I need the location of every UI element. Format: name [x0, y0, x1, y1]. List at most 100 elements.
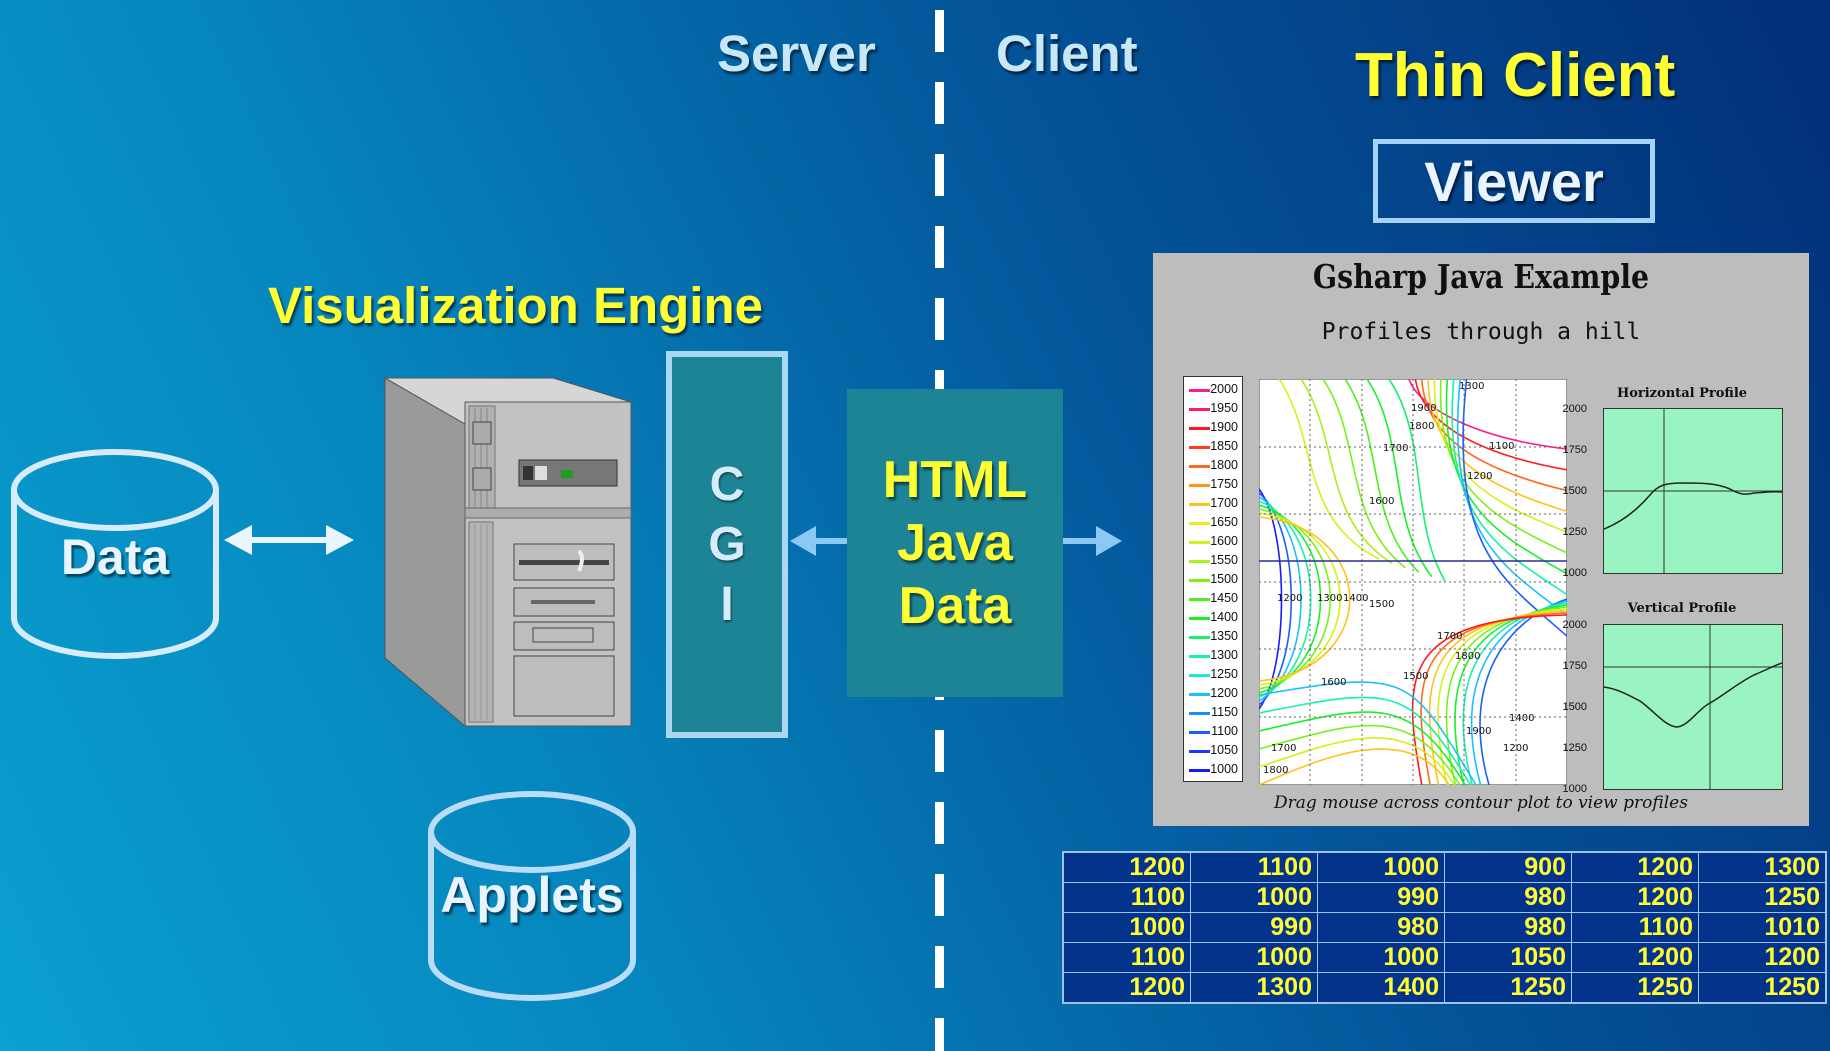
contour-line [1421, 379, 1567, 492]
contour-label: 1700 [1437, 631, 1462, 642]
cgi-letter-c: C [709, 457, 745, 511]
table-cell: 980 [1317, 912, 1445, 943]
legend-entry: 1450 [1188, 590, 1240, 608]
legend-entry: 1000 [1188, 761, 1240, 779]
contour-line [1388, 379, 1446, 582]
table-cell: 1100 [1571, 912, 1699, 943]
contour-label: 1900 [1466, 726, 1491, 737]
contour-label: 1700 [1383, 443, 1408, 454]
legend-value: 1150 [1211, 705, 1238, 719]
profile-tick-label: 2000 [1562, 619, 1587, 631]
gsharp-subtitle: Profiles through a hill [1321, 319, 1641, 345]
legend-entry: 1350 [1188, 628, 1240, 646]
legend-swatch [1189, 750, 1210, 753]
legend-value: 1800 [1210, 458, 1238, 472]
contour-line [1411, 614, 1567, 785]
thin-client-title: Thin Client [1355, 41, 1676, 110]
table-cell: 1250 [1571, 972, 1699, 1004]
applets-cylinder: Applets [427, 790, 637, 1002]
table-cell: 1000 [1317, 851, 1445, 883]
contour-line [1300, 379, 1393, 565]
contour-label: 1200 [1467, 471, 1492, 482]
legend-swatch [1189, 712, 1210, 715]
legend-value: 1950 [1210, 401, 1238, 415]
profile-tick-label: 1500 [1562, 701, 1587, 713]
legend-entry: 1600 [1188, 533, 1240, 551]
html-java-data-block: HTML Java Data [847, 389, 1063, 697]
profile-tick-label: 2000 [1562, 403, 1587, 415]
legend-value: 1250 [1210, 667, 1238, 681]
legend-entry: 1550 [1188, 552, 1240, 570]
horizontal-profile-title: Horizontal Profile [1616, 386, 1748, 401]
table-cell: 980 [1444, 912, 1572, 943]
contour-line [1414, 379, 1567, 471]
profile-tick-label: 1750 [1562, 444, 1587, 456]
legend-swatch [1189, 503, 1210, 506]
profile-tick-label: 1000 [1562, 783, 1587, 795]
gsharp-viewer-panel[interactable]: Gsharp Java Example Profiles through a h… [1153, 253, 1809, 826]
table-cell: 1000 [1317, 942, 1445, 973]
data-label-transport: Data [898, 576, 1012, 635]
contour-label: 1400 [1343, 593, 1368, 604]
table-cell: 1250 [1698, 972, 1827, 1004]
table-cell: 1300 [1698, 851, 1827, 883]
contour-line [1456, 379, 1567, 617]
legend-value: 1200 [1210, 686, 1238, 700]
contour-label: 1200 [1503, 743, 1528, 754]
legend-entry: 1900 [1188, 419, 1240, 437]
legend-value: 1750 [1210, 477, 1238, 491]
legend-entry: 1150 [1188, 704, 1240, 722]
legend-swatch [1189, 598, 1210, 601]
legend-entry: 1100 [1188, 723, 1240, 741]
legend-value: 1050 [1210, 743, 1238, 757]
contour-label: 1900 [1411, 403, 1436, 414]
vertical-profile-plot [1603, 624, 1783, 790]
contour-label: 1800 [1455, 651, 1480, 662]
contour-line [1259, 724, 1461, 785]
profile-tick-label: 1500 [1562, 485, 1587, 497]
legend-value: 1900 [1210, 420, 1238, 434]
table-cell: 1010 [1698, 912, 1827, 943]
table-cell: 1100 [1190, 851, 1318, 883]
legend-entry: 1250 [1188, 666, 1240, 684]
gsharp-footer: Drag mouse across contour plot to view p… [1274, 793, 1688, 813]
server-computer [383, 376, 633, 728]
table-cell: 1200 [1571, 882, 1699, 913]
legend-entry: 1750 [1188, 476, 1240, 494]
contour-line [1259, 711, 1466, 785]
double-arrow-icon [224, 525, 354, 555]
contour-line [1366, 379, 1433, 578]
table-cell: 1000 [1062, 912, 1191, 943]
legend-swatch [1189, 427, 1210, 430]
table-cell: 1250 [1444, 972, 1572, 1004]
contour-line [1439, 379, 1567, 554]
legend-value: 1600 [1210, 534, 1238, 548]
legend-swatch [1189, 636, 1210, 639]
vertical-profile-title: Vertical Profile [1627, 601, 1737, 616]
legend-value: 1400 [1210, 610, 1238, 624]
legend-entry: 1300 [1188, 647, 1240, 665]
table-cell: 1300 [1190, 972, 1318, 1004]
legend-entry: 1850 [1188, 438, 1240, 456]
legend-swatch [1189, 693, 1210, 696]
table-cell: 1100 [1062, 942, 1191, 973]
horizontal-profile-plot [1603, 408, 1783, 574]
applets-label: Applets [440, 867, 624, 923]
legend-value: 1650 [1210, 515, 1238, 529]
gsharp-title: Gsharp Java Example [1312, 257, 1650, 296]
table-cell: 1400 [1317, 972, 1445, 1004]
legend-value: 1350 [1210, 629, 1238, 643]
legend-value: 1550 [1210, 553, 1238, 567]
legend-swatch [1189, 655, 1210, 658]
contour-label: 1300 [1317, 593, 1342, 604]
table-cell: 1100 [1062, 882, 1191, 913]
table-cell: 1000 [1190, 942, 1318, 973]
contour-line [1445, 379, 1567, 575]
contour-label: 1600 [1369, 496, 1394, 507]
